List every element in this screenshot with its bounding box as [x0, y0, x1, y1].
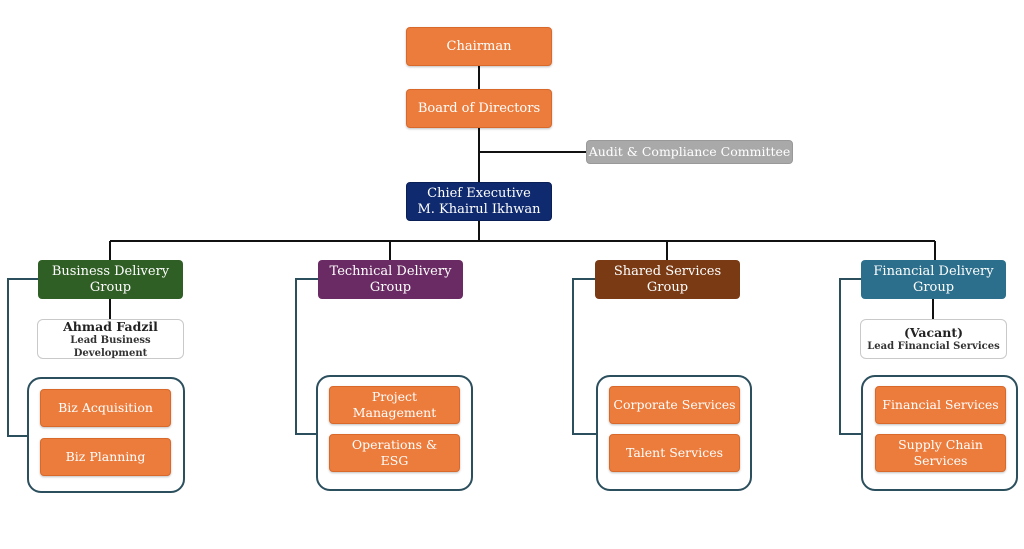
shared-services-group-header: Shared Services Group [595, 260, 740, 299]
lead-name: Ahmad Fadzil [63, 318, 158, 334]
unit-corporate-services: Corporate Services [609, 386, 740, 424]
unit-supply-chain-services: Supply Chain Services [875, 434, 1006, 472]
financial-lead-box: (Vacant) Lead Financial Services [860, 319, 1007, 359]
lead-role: Lead Financial Services [867, 341, 1000, 352]
unit-biz-planning: Biz Planning [40, 438, 171, 476]
ceo-title: Chief Executive [427, 185, 531, 201]
unit-operations-esg: Operations & ESG [329, 434, 460, 472]
technical-delivery-group-header: Technical Delivery Group [318, 260, 463, 299]
unit-talent-services: Talent Services [609, 434, 740, 472]
business-lead-box: Ahmad Fadzil Lead Business Development [37, 319, 184, 359]
unit-financial-services: Financial Services [875, 386, 1006, 424]
unit-biz-acquisition: Biz Acquisition [40, 389, 171, 427]
business-delivery-group-header: Business Delivery Group [38, 260, 183, 299]
lead-role: Lead Business Development [70, 334, 151, 359]
unit-project-management: Project Management [329, 386, 460, 424]
chairman-box: Chairman [406, 27, 552, 66]
lead-name: (Vacant) [903, 325, 964, 340]
chief-executive-box: Chief Executive M. Khairul Ikhwan [406, 182, 552, 221]
board-of-directors-box: Board of Directors [406, 89, 552, 128]
financial-delivery-group-header: Financial Delivery Group [861, 260, 1006, 299]
ceo-name: M. Khairul Ikhwan [417, 201, 541, 217]
audit-committee-box: Audit & Compliance Committee [586, 140, 793, 164]
